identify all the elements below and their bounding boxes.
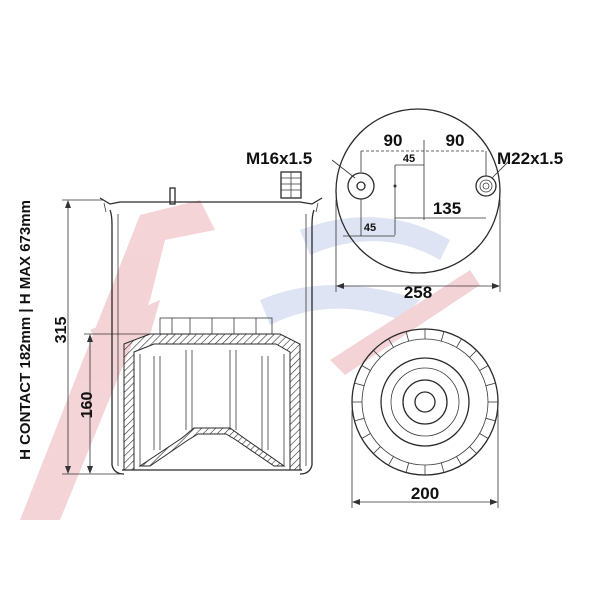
- label-m22: M22x1.5: [497, 149, 563, 168]
- bellows-inner-wall: [117, 214, 307, 466]
- tooth-line: [469, 350, 477, 358]
- dimension-160: [84, 333, 154, 474]
- piston-body: [123, 333, 301, 471]
- port-m16: [347, 172, 375, 200]
- tooth-line: [479, 433, 489, 439]
- piston-ribs: [153, 350, 269, 450]
- tooth-line: [405, 462, 410, 473]
- label-m16: M16x1.5: [246, 149, 312, 168]
- label-135: 135: [433, 199, 461, 218]
- tooth-line: [456, 456, 462, 466]
- air-fitting: [280, 171, 302, 199]
- port-m22: [475, 175, 497, 197]
- tooth-line: [361, 433, 371, 439]
- tooth-line: [388, 456, 394, 466]
- tooth-line: [388, 338, 394, 348]
- side-view: 315 160 H CONTACT 182mm | H MAX 673mm: [17, 171, 323, 475]
- label-200: 200: [411, 484, 439, 503]
- piston-teeth: [352, 329, 498, 475]
- tooth-line: [354, 417, 365, 422]
- tooth-line: [405, 331, 410, 342]
- top-plate-circle: [335, 108, 501, 274]
- dimension-200: [351, 410, 499, 508]
- dimension-315: [62, 199, 120, 475]
- dimension-258: [335, 200, 501, 292]
- tooth-line: [354, 382, 365, 387]
- tooth-line: [361, 365, 371, 371]
- tooth-line: [456, 338, 462, 348]
- label-315: 315: [53, 317, 70, 344]
- label-90-left: 90: [384, 131, 403, 150]
- tooth-line: [485, 417, 496, 422]
- piston-ring: [159, 317, 273, 335]
- top-view: 90 90 45 135 45 M16x1.5 M22x1.5 258: [246, 108, 563, 302]
- tooth-line: [485, 382, 496, 387]
- tooth-line: [469, 446, 477, 454]
- piston-inner: [139, 354, 285, 466]
- top-plate-edge: [103, 202, 319, 213]
- tooth-line: [440, 462, 445, 473]
- label-90-right: 90: [446, 131, 465, 150]
- label-258: 258: [404, 283, 432, 302]
- label-160: 160: [79, 392, 96, 419]
- tooth-line: [373, 446, 381, 454]
- bellows-left-wall: [109, 209, 125, 475]
- tooth-line: [373, 350, 381, 358]
- top-plate: [99, 197, 323, 205]
- label-45-top: 45: [403, 153, 415, 165]
- tooth-line: [479, 365, 489, 371]
- watermark-logo: [20, 200, 480, 520]
- stud-bolt: [169, 187, 176, 205]
- tooth-line: [440, 331, 445, 342]
- height-spec-text: H CONTACT 182mm | H MAX 673mm: [17, 200, 34, 460]
- center-hole: [414, 391, 436, 413]
- leader-m22: [491, 159, 511, 179]
- label-45-left: 45: [364, 222, 376, 234]
- bellows-right-wall: [299, 209, 315, 475]
- leader-m16: [331, 159, 356, 179]
- piston-base: [138, 427, 286, 467]
- bottom-view: 200: [351, 328, 499, 508]
